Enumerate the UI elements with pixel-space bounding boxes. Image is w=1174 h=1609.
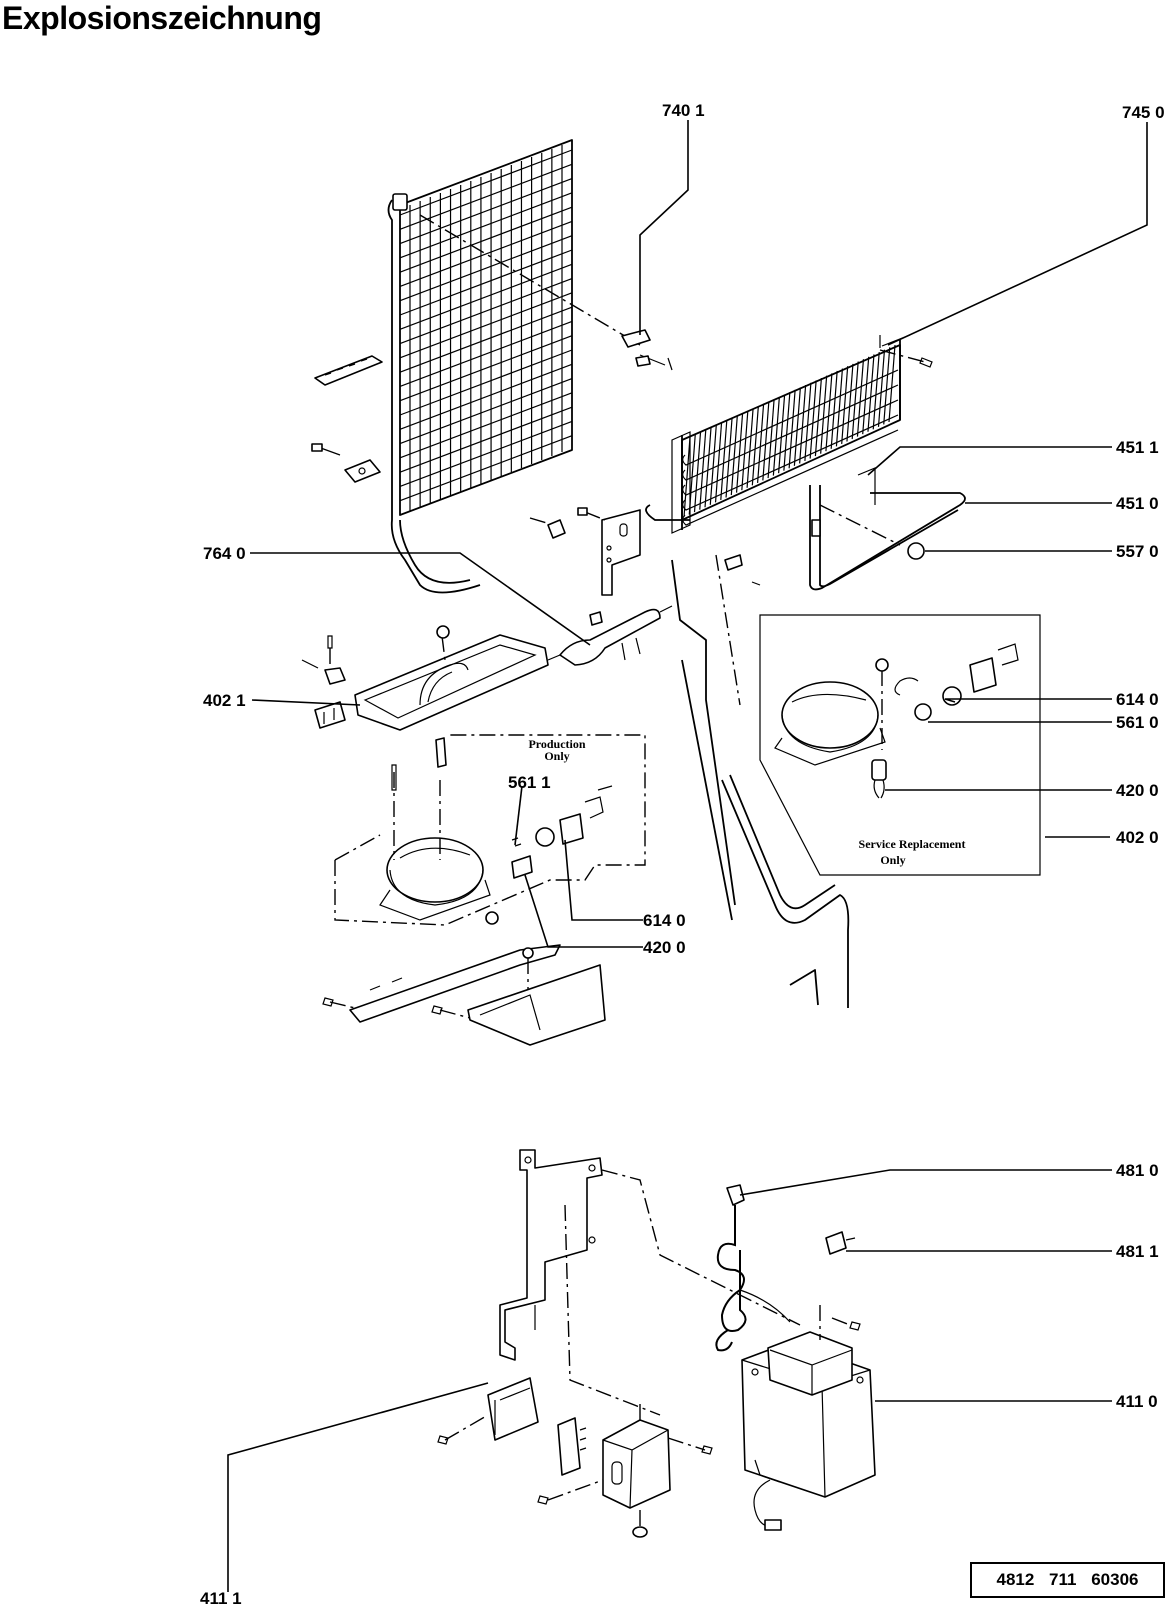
evaporator-bracket: [577, 507, 641, 596]
condenser-clip-strip: [314, 355, 383, 386]
callout-614-0-service: 614 0: [1116, 690, 1159, 709]
production-only-note-line2: Only: [544, 749, 569, 763]
callout-451-0: 451 0: [1116, 494, 1159, 513]
service-replacement-box: [759, 614, 1041, 876]
condenser-bracket-screw: [311, 443, 381, 483]
callout-740-1: 740 1: [662, 101, 705, 120]
callout-481-0: 481 0: [1116, 1161, 1159, 1180]
transformer: [741, 1305, 876, 1531]
evaporator-coil: [645, 334, 911, 534]
drip-tray: [354, 625, 549, 731]
leader-lines: [227, 120, 1148, 1592]
thermostat-clip: [419, 214, 673, 371]
callout-402-0: 402 0: [1116, 828, 1159, 847]
drip-tray-screws: [301, 635, 447, 768]
page-title: Explosionszeichnung: [2, 0, 322, 36]
heater-loop: [809, 467, 966, 591]
compressor-service: [774, 658, 889, 799]
terminal-block: [557, 1417, 587, 1476]
capacitor-box: [537, 1400, 713, 1538]
callout-411-0: 411 0: [1116, 1392, 1158, 1411]
callout-557-0: 557 0: [1116, 542, 1159, 561]
callout-420-0-service: 420 0: [1116, 781, 1159, 800]
service-replacement-note-line2: Only: [880, 853, 905, 867]
service-replacement-note-line1: Service Replacement: [859, 837, 966, 851]
callout-481-1: 481 1: [1116, 1242, 1159, 1261]
capillary-tubes: [671, 554, 850, 1008]
power-cord: [715, 1184, 791, 1352]
relay-assembly-service: [894, 643, 1019, 721]
compressor-base-bracket: [322, 944, 606, 1046]
callout-402-1: 402 1: [203, 691, 246, 710]
relay-assembly-production: [511, 785, 613, 879]
callout-451-1: 451 1: [1116, 438, 1159, 457]
mounting-plate: [499, 1149, 801, 1416]
callout-614-0-production: 614 0: [643, 911, 686, 930]
callout-420-0-production: 420 0: [643, 938, 686, 957]
cable-clip: [825, 1231, 856, 1255]
compressor-production: [379, 764, 499, 925]
callout-561-0: 561 0: [1116, 713, 1159, 732]
callout-411-1: 411 1: [200, 1589, 242, 1608]
production-only-note-line1: Production: [528, 737, 585, 751]
production-only-box: [334, 734, 646, 926]
evaporator-screw: [879, 349, 933, 368]
callout-764-0: 764 0: [203, 544, 246, 563]
callout-561-1: 561 1: [508, 773, 551, 792]
wall-bracket: [437, 1377, 539, 1445]
drier-filter: [529, 517, 673, 666]
callout-745-0: 745 0: [1122, 103, 1165, 122]
document-number: 4812 711 60306: [970, 1562, 1165, 1598]
condenser-grid: [387, 139, 573, 594]
